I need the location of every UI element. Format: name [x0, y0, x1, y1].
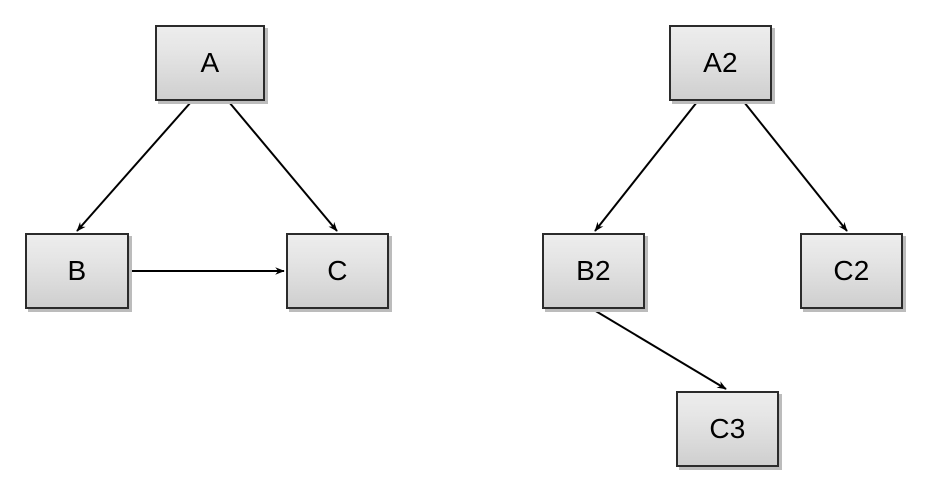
node-label: C3	[709, 413, 746, 444]
node-label: A	[200, 47, 220, 78]
node-b2[interactable]: B2	[542, 233, 645, 309]
edges-group	[76, 101, 848, 390]
edge-a-b	[76, 101, 192, 232]
node-a2[interactable]: A2	[669, 25, 772, 101]
node-label: B2	[576, 255, 611, 286]
node-b[interactable]: B	[25, 233, 129, 309]
node-a[interactable]: A	[155, 25, 265, 101]
edge-a2-b2	[594, 101, 698, 232]
node-label: C	[327, 255, 348, 286]
edge-b2-c3	[593, 309, 727, 390]
node-label: C2	[833, 255, 870, 286]
node-c2[interactable]: C2	[800, 233, 903, 309]
node-label: A2	[703, 47, 738, 78]
node-label: B	[67, 255, 87, 286]
edge-a2-c2	[743, 101, 848, 232]
edge-a-c	[228, 101, 338, 232]
node-c[interactable]: C	[286, 233, 389, 309]
node-c3[interactable]: C3	[676, 391, 779, 467]
